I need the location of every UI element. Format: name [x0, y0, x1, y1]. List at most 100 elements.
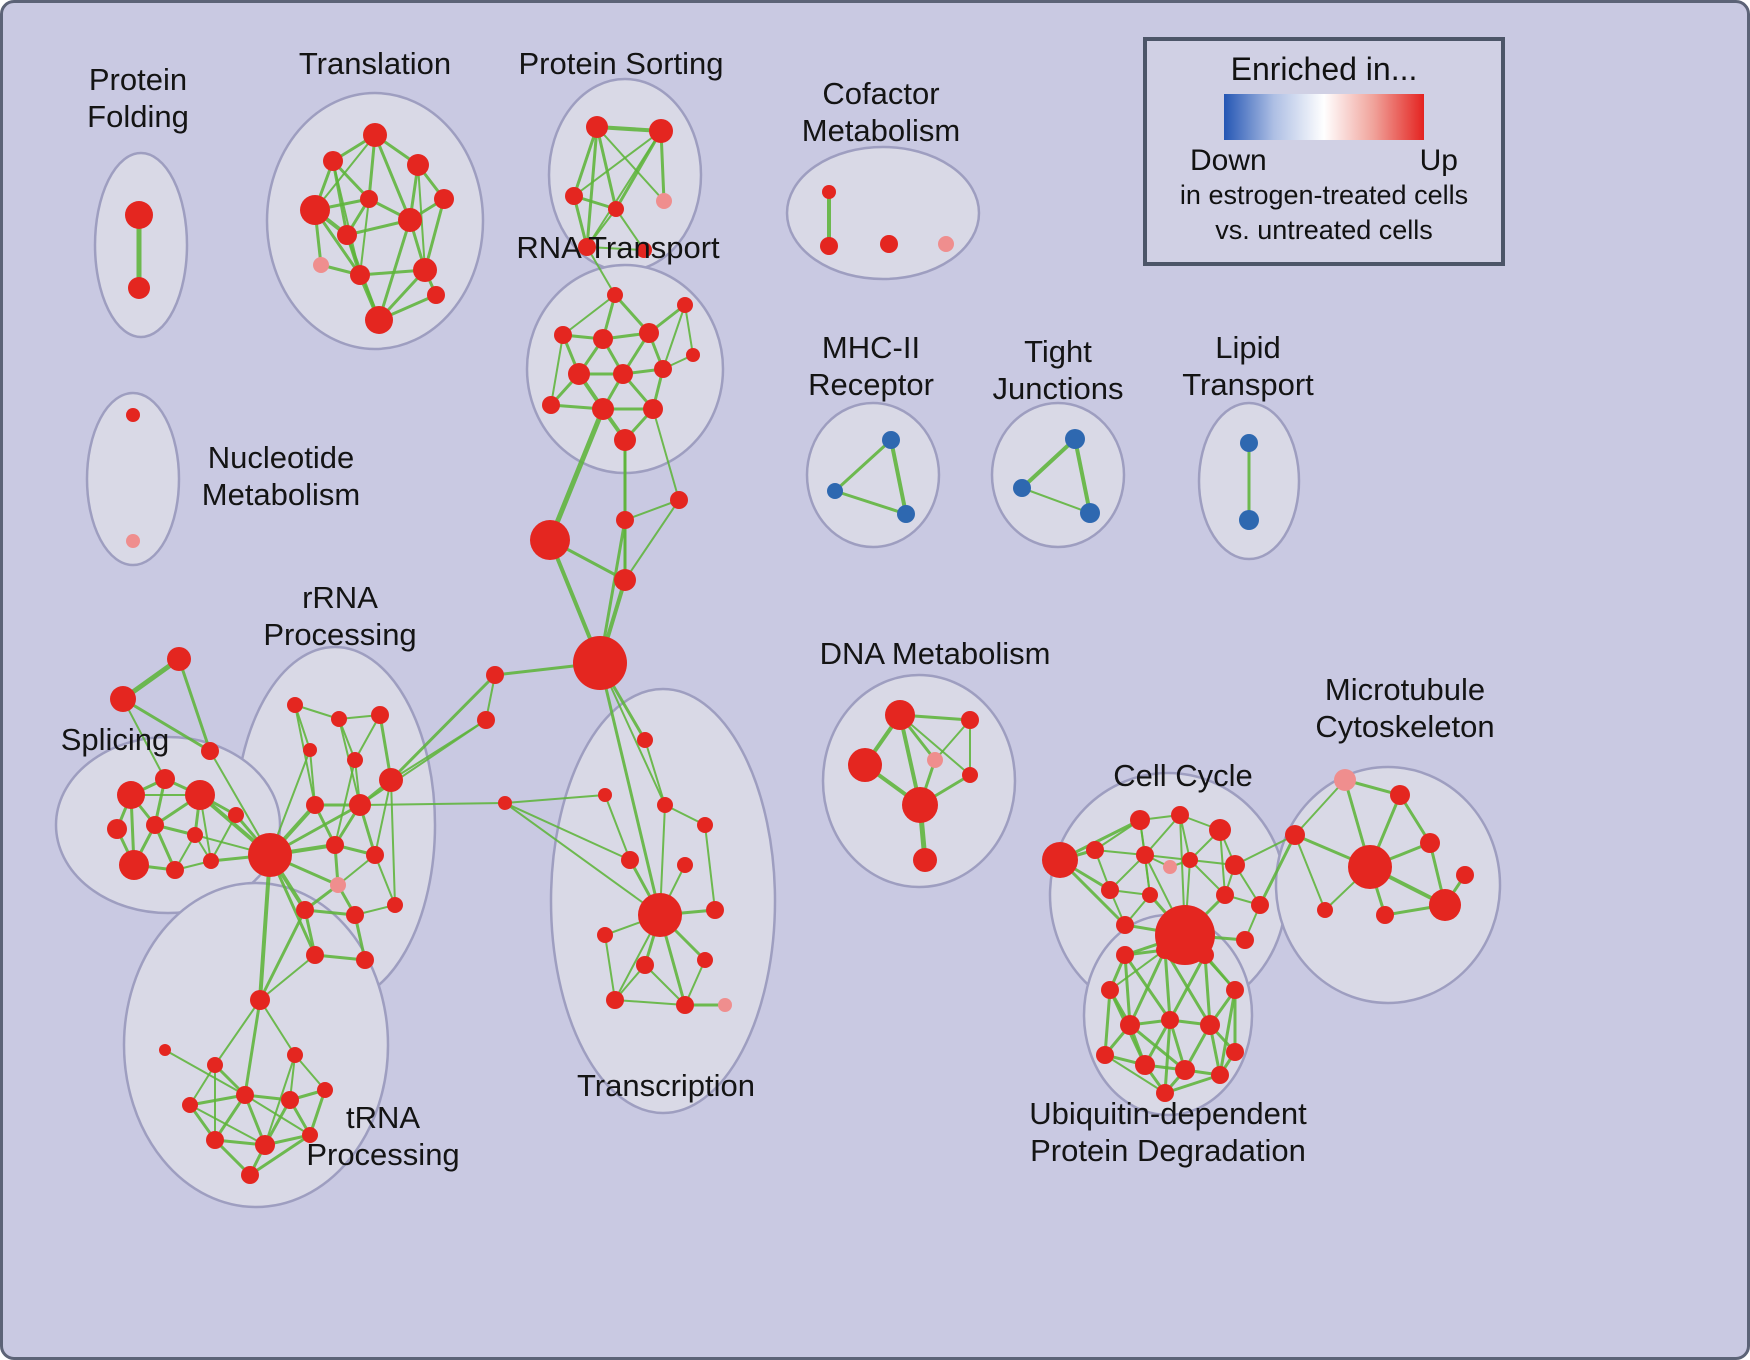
- cluster-ellipse-protein-sorting: [547, 77, 703, 273]
- network-node-cc2: [1130, 810, 1150, 830]
- network-node-cc7: [1182, 852, 1198, 868]
- network-node-rr11: [366, 846, 384, 864]
- network-edge: [1073, 437, 1092, 515]
- network-node-ub14: [1156, 1084, 1174, 1102]
- network-node-tr2: [323, 151, 343, 171]
- network-edge: [586, 130, 662, 248]
- network-edge: [889, 438, 908, 516]
- network-node-rr17: [356, 951, 374, 969]
- network-node-rr8: [349, 794, 371, 816]
- network-edge: [389, 673, 497, 782]
- network-node-ub8: [1200, 1015, 1220, 1035]
- network-edge: [585, 125, 599, 249]
- network-node-tn11: [302, 1127, 318, 1143]
- network-edge: [309, 749, 316, 806]
- network-edge: [258, 853, 272, 1002]
- network-edge: [121, 697, 212, 753]
- network-node-bb7: [477, 711, 495, 729]
- network-node-rr15: [387, 897, 403, 913]
- network-node-lt1: [1240, 434, 1258, 452]
- network-node-tc10: [636, 956, 654, 974]
- network-node-tn7: [281, 1091, 299, 1109]
- network-node-rt3: [593, 329, 613, 349]
- network-edge: [624, 499, 680, 521]
- network-node-fx1: [167, 647, 191, 671]
- network-edge: [833, 438, 893, 493]
- network-node-rr16: [306, 946, 324, 964]
- network-node-tc3: [657, 797, 673, 813]
- network-edge: [644, 964, 686, 1006]
- network-edge: [604, 934, 616, 1001]
- legend-up-label: Up: [1419, 144, 1458, 177]
- network-node-ub13: [1211, 1066, 1229, 1084]
- network-node-tn6: [236, 1086, 254, 1104]
- network-node-cc11: [1142, 887, 1158, 903]
- network-node-tn12: [241, 1166, 259, 1184]
- network-node-mt4: [1420, 833, 1440, 853]
- network-node-tc9: [597, 927, 613, 943]
- network-edge: [598, 661, 662, 917]
- network-node-tr7: [398, 208, 422, 232]
- network-node-dm2: [961, 711, 979, 729]
- network-node-ps7: [636, 242, 652, 258]
- network-node-bb2: [616, 511, 634, 529]
- network-node-tn9: [206, 1131, 224, 1149]
- network-node-tr10: [350, 265, 370, 285]
- network-edge: [1163, 1018, 1172, 1095]
- network-node-tn10: [255, 1135, 275, 1155]
- network-node-cc13: [1251, 896, 1269, 914]
- network-node-cc16: [1236, 931, 1254, 949]
- network-edge: [213, 1093, 247, 1142]
- network-edge: [1123, 953, 1132, 1027]
- cluster-ellipse-microtubule-cytoskeleton: [1274, 765, 1502, 1005]
- network-node-tc8: [706, 901, 724, 919]
- network-node-bb3: [670, 491, 688, 509]
- network-edge: [1103, 988, 1112, 1057]
- network-node-tr13: [427, 286, 445, 304]
- network-edge: [258, 908, 307, 1002]
- network-edge: [586, 246, 616, 296]
- network-node-rr1: [287, 697, 303, 713]
- network-edge: [1163, 948, 1172, 1022]
- network-edge: [1021, 487, 1091, 514]
- network-node-tr12: [365, 306, 393, 334]
- network-node-pf1: [125, 201, 153, 229]
- network-edge: [359, 802, 506, 806]
- network-node-ub6: [1120, 1015, 1140, 1035]
- network-node-tr8: [434, 189, 454, 209]
- network-edge: [188, 1093, 247, 1107]
- network-node-sp4: [107, 819, 127, 839]
- network-edge: [244, 1094, 311, 1136]
- network-node-nm2: [126, 534, 140, 548]
- cluster-ellipse-mhc-ii-receptor: [805, 401, 941, 549]
- network-node-lt2: [1239, 510, 1259, 530]
- network-edge: [547, 406, 606, 543]
- network-node-sp10: [228, 807, 244, 823]
- network-node-mt9: [1317, 902, 1333, 918]
- network-node-rt1: [607, 287, 623, 303]
- network-edge: [652, 408, 680, 501]
- network-node-tn5: [182, 1097, 198, 1113]
- network-node-rr7: [306, 796, 324, 814]
- network-edge: [1294, 779, 1346, 836]
- network-node-sp3: [185, 780, 215, 810]
- network-node-rr6: [248, 833, 292, 877]
- network-node-rt4: [639, 323, 659, 343]
- network-node-tr3: [407, 154, 429, 176]
- network-node-cc5: [1086, 841, 1104, 859]
- network-edge: [359, 198, 370, 276]
- network-node-ub2: [1156, 941, 1174, 959]
- network-edge: [177, 657, 212, 753]
- network-node-cm2: [820, 237, 838, 255]
- network-node-tc5: [621, 851, 639, 869]
- network-node-cm4: [938, 236, 954, 252]
- network-node-dm4: [927, 752, 943, 768]
- network-node-pf2: [128, 277, 150, 299]
- network-node-sp7: [119, 850, 149, 880]
- network-node-tr6: [337, 225, 357, 245]
- network-node-rr12: [330, 877, 346, 893]
- network-node-tj2: [1013, 479, 1031, 497]
- network-edge: [1258, 833, 1297, 907]
- network-edge: [243, 998, 262, 1097]
